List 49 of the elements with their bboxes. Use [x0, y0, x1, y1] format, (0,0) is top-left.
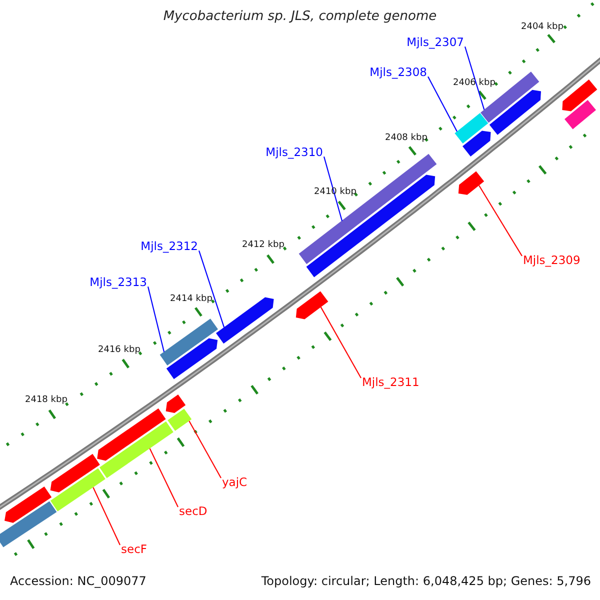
- gene-bar: [480, 72, 540, 123]
- gene-feature: [50, 454, 100, 492]
- gene-feature: [97, 408, 166, 461]
- scale-label: 2412 kbp: [242, 241, 284, 251]
- scale-label: 2416 kbp: [98, 346, 140, 356]
- gene-label: Mjls_2311: [362, 376, 420, 389]
- leader-line: [464, 46, 485, 110]
- scale-label: 2404 kbp: [521, 23, 564, 33]
- leader-line: [92, 487, 120, 546]
- gene-label: secF: [121, 543, 148, 556]
- leader-line: [147, 286, 165, 352]
- gene-feature: [306, 174, 436, 278]
- gene-bar: [454, 113, 488, 144]
- topology-text: Topology: circular; Length: 6,048,425 bp; Genes: 5,796: [261, 575, 591, 588]
- gene-feature: [296, 291, 328, 320]
- leader-line: [149, 448, 178, 508]
- gene-bar: [168, 408, 192, 431]
- gene-feature: [458, 171, 484, 195]
- scale-label: 2408 kbp: [385, 134, 428, 144]
- leader-line: [428, 76, 458, 132]
- gene-feature: [216, 297, 274, 344]
- gene-label: Mjls_2313: [90, 276, 147, 289]
- gene-label: yajC: [222, 476, 248, 489]
- gene-label: secD: [179, 505, 208, 518]
- gene-feature: [489, 90, 541, 135]
- gene-bar: [0, 501, 57, 548]
- gene-feature: [166, 338, 218, 380]
- gene-bar: [160, 318, 218, 366]
- gene-label: Mjls_2309: [523, 254, 580, 267]
- leader-line: [320, 306, 362, 378]
- gene-bar: [100, 421, 174, 478]
- accession-text: Accession: NC_009077: [10, 575, 146, 588]
- scale-label: 2414 kbp: [170, 295, 212, 305]
- gene-label: Mjls_2308: [370, 66, 427, 79]
- gene-feature: [4, 486, 52, 523]
- scale-label: 2406 kbp: [453, 79, 496, 89]
- gene-feature: [166, 394, 186, 413]
- scale-label: 2418 kbp: [25, 396, 68, 406]
- gene-label: Mjls_2310: [266, 146, 323, 159]
- leader-line: [198, 250, 225, 328]
- gene-feature: [562, 80, 598, 112]
- gene-bar: [564, 100, 596, 130]
- gene-label: Mjls_2312: [140, 240, 198, 253]
- gene-feature: [462, 130, 491, 156]
- leader-line: [478, 185, 522, 256]
- diagram-title: Mycobacterium sp. JLS, complete genome: [162, 10, 438, 24]
- leader-line: [188, 420, 222, 478]
- gene-bar: [50, 468, 106, 512]
- gene-label: Mjls_2307: [406, 36, 464, 49]
